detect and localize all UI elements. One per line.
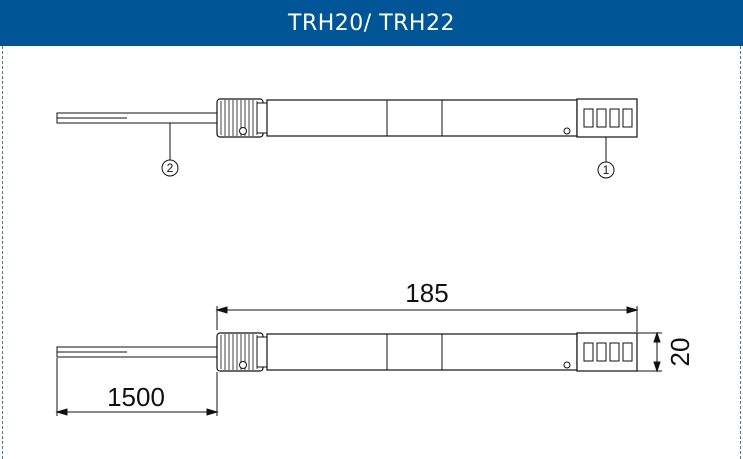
diagram-title: TRH20/ TRH22 xyxy=(288,10,455,36)
cable-dimension xyxy=(55,358,219,416)
callout-1-circle xyxy=(597,161,615,179)
frame-left-border xyxy=(2,46,3,459)
frame-right-border xyxy=(740,46,741,459)
length-dimension xyxy=(215,306,639,332)
probe-top-view xyxy=(56,98,638,138)
probe-dimension-view xyxy=(56,332,638,372)
title-bar: TRH20/ TRH22 xyxy=(0,0,743,46)
length-dimension-label: 185 xyxy=(405,278,448,308)
diameter-dimension-label: 20 xyxy=(665,338,695,367)
callout-2-label: 2 xyxy=(167,161,174,175)
cable-dimension-label: 1500 xyxy=(107,382,165,412)
diameter-dimension xyxy=(637,331,662,373)
callout-2-circle xyxy=(161,159,179,177)
callout-1-label: 1 xyxy=(603,163,610,177)
